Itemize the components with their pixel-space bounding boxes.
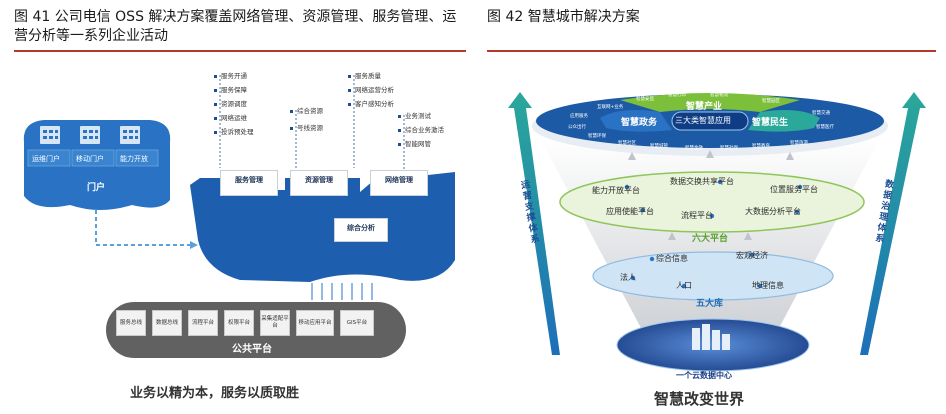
five-title: 五大库 (696, 299, 724, 309)
top-item-4: 智慧环保 (588, 134, 606, 139)
six-platform-ring (559, 171, 865, 233)
platform-item-2: 数据总线 (152, 310, 182, 336)
network-mgmt-label: 网络管理 (385, 176, 413, 184)
industry-segment (620, 93, 800, 112)
top-industry: 智慧产业 (686, 102, 723, 112)
top-item-12: 智慧教育 (752, 144, 770, 149)
left-slogan: 业务以精为本，服务以质取胜 (130, 386, 300, 401)
right-axis-arrow (860, 92, 926, 355)
platform-title: 公共平台 (232, 344, 272, 355)
analysis-bullet-2: 综合业务激活 (398, 124, 444, 134)
platform-item-1: 服务总线 (116, 310, 146, 336)
title-rule-right (487, 50, 936, 52)
network-mgmt-box: 网络管理 (370, 170, 428, 196)
service-bullet-2: 服务保障 (214, 84, 247, 94)
network-bullet-3: 客户感知分析 (348, 98, 394, 108)
top-item-7: 智慧打印 (668, 93, 686, 98)
top-item-5: 智慧社区 (618, 141, 636, 146)
top-government: 智慧政务 (621, 118, 658, 128)
top-item-2: 应用服务 (570, 114, 588, 119)
five-item-2: 宏观经济 (736, 251, 768, 260)
top-item-1: 互联网+业务 (597, 105, 624, 110)
platform-item-3: 流程平台 (188, 310, 218, 336)
top-item-8: 智慧物流 (710, 93, 728, 98)
five-item-3: 法人 (620, 273, 636, 282)
five-item-4: 人口 (676, 281, 692, 290)
top-item-9: 智慧园区 (762, 99, 780, 104)
analysis-bullet-3: 智能网管 (398, 138, 431, 148)
resource-mgmt-box: 资源管理 (290, 170, 348, 196)
portal-dashed-arrow (95, 210, 190, 246)
platform-item-5: 采集适配平台 (260, 310, 290, 336)
service-bullet-1: 服务开通 (214, 70, 247, 80)
top-item-15: 智慧金融 (685, 146, 703, 151)
top-center: 三大类智慧应用 (675, 116, 731, 125)
center-pill (671, 111, 749, 131)
portal-title: 门户 (87, 183, 106, 193)
resource-mgmt-label: 资源管理 (305, 176, 333, 184)
top-item-10: 智慧交通 (812, 111, 830, 116)
six-item-5: 流程平台 (681, 211, 713, 220)
portal-item-open: 能力开放 (120, 155, 148, 163)
top-item-6: 智慧城管 (650, 144, 668, 149)
service-bullet-3: 资源调度 (214, 98, 247, 108)
six-item-3: 位置服务平台 (770, 185, 818, 194)
service-mgmt-box: 服务管理 (220, 170, 278, 196)
six-item-6: 大数据分析平台 (745, 207, 801, 216)
analysis-box: 综合分析 (334, 218, 388, 242)
service-bullet-5: 投诉预处理 (214, 126, 254, 136)
five-item-1: 综合信息 (656, 254, 688, 263)
title-rule-left (14, 50, 466, 52)
platform-item-6: 移动应用平台 (296, 310, 334, 336)
network-bullet-2: 网络运营分析 (348, 84, 394, 94)
six-title: 六大平台 (692, 234, 729, 244)
resource-bullet-1: 综合资源 (290, 105, 323, 115)
network-bullet-1: 服务质量 (348, 70, 381, 80)
left-axis-arrow (508, 92, 560, 355)
portal-arrow-head (190, 241, 198, 249)
six-item-2: 数据交换共享平台 (670, 177, 734, 186)
platform-arrows (311, 283, 373, 300)
figure-41-title: 图 41 公司电信 OSS 解决方案覆盖网络管理、资源管理、服务管理、运营分析等… (14, 9, 457, 44)
server-icon (692, 324, 730, 350)
analysis-label: 综合分析 (347, 224, 375, 232)
top-item-11: 智慧医疗 (816, 125, 834, 130)
top-item-13: 智慧旅游 (790, 141, 808, 146)
figure-42-title: 图 42 智慧城市解决方案 (487, 9, 640, 25)
platform-item-7: GIS平台 (340, 310, 374, 336)
live-segment (748, 110, 820, 132)
service-bullet-4: 网络运维 (214, 112, 247, 122)
top-item-14: 智慧社保 (720, 146, 738, 151)
resource-bullet-2: 号线资源 (290, 122, 323, 132)
gov-segment (600, 110, 672, 132)
service-mgmt-label: 服务管理 (235, 176, 263, 184)
portal-item-ops: 运维门户 (32, 155, 60, 163)
right-slogan: 智慧改变世界 (654, 390, 745, 408)
portal-item-mobile: 移动门户 (76, 155, 104, 163)
top-livelihood: 智慧民生 (752, 118, 789, 128)
cloud-label: 一个云数据中心 (676, 371, 732, 380)
five-item-5: 地理信息 (752, 281, 784, 290)
six-item-1: 能力开放平台 (592, 186, 640, 195)
management-sea (190, 172, 455, 282)
analysis-bullet-1: 业务测试 (398, 110, 431, 120)
five-lib-ring (592, 251, 834, 301)
six-item-4: 应用使能平台 (606, 207, 654, 216)
top-item-16: 智慧安监 (636, 97, 654, 102)
platform-item-4: 权限平台 (224, 310, 254, 336)
top-item-3: 公众出行 (568, 125, 586, 130)
